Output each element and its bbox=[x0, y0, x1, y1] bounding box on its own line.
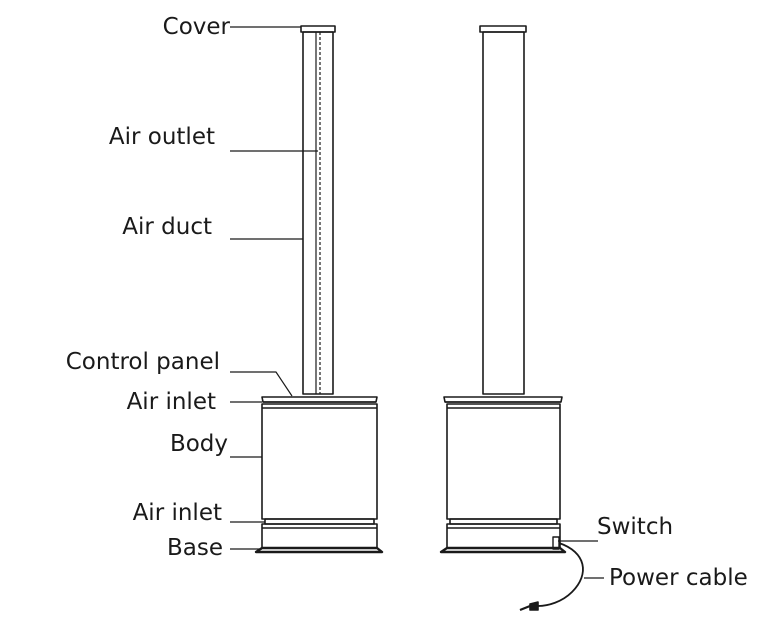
label-air-inlet-bottom: Air inlet bbox=[132, 500, 222, 526]
power-plug bbox=[529, 601, 539, 611]
label-air-outlet: Air outlet bbox=[108, 124, 215, 150]
leader-lines bbox=[230, 26, 604, 579]
left-air-duct bbox=[302, 31, 334, 395]
right-air-duct bbox=[482, 31, 525, 395]
left-body bbox=[261, 403, 378, 520]
label-air-inlet-top: Air inlet bbox=[126, 389, 216, 415]
right-body bbox=[446, 403, 561, 520]
power-cable bbox=[537, 542, 584, 607]
label-switch: Switch bbox=[597, 514, 674, 540]
left-base bbox=[254, 546, 384, 554]
right-base bbox=[439, 546, 567, 554]
label-control-panel: Control panel bbox=[65, 349, 220, 375]
left-cover bbox=[300, 25, 336, 33]
leader-control-panel bbox=[230, 371, 293, 397]
right-device bbox=[439, 25, 584, 612]
label-air-duct: Air duct bbox=[122, 214, 212, 240]
label-body: Body bbox=[169, 431, 228, 457]
label-power-cable: Power cable bbox=[609, 565, 748, 591]
label-cover: Cover bbox=[162, 14, 230, 40]
label-base: Base bbox=[166, 535, 223, 561]
left-device bbox=[254, 25, 384, 554]
right-cover bbox=[479, 25, 527, 33]
